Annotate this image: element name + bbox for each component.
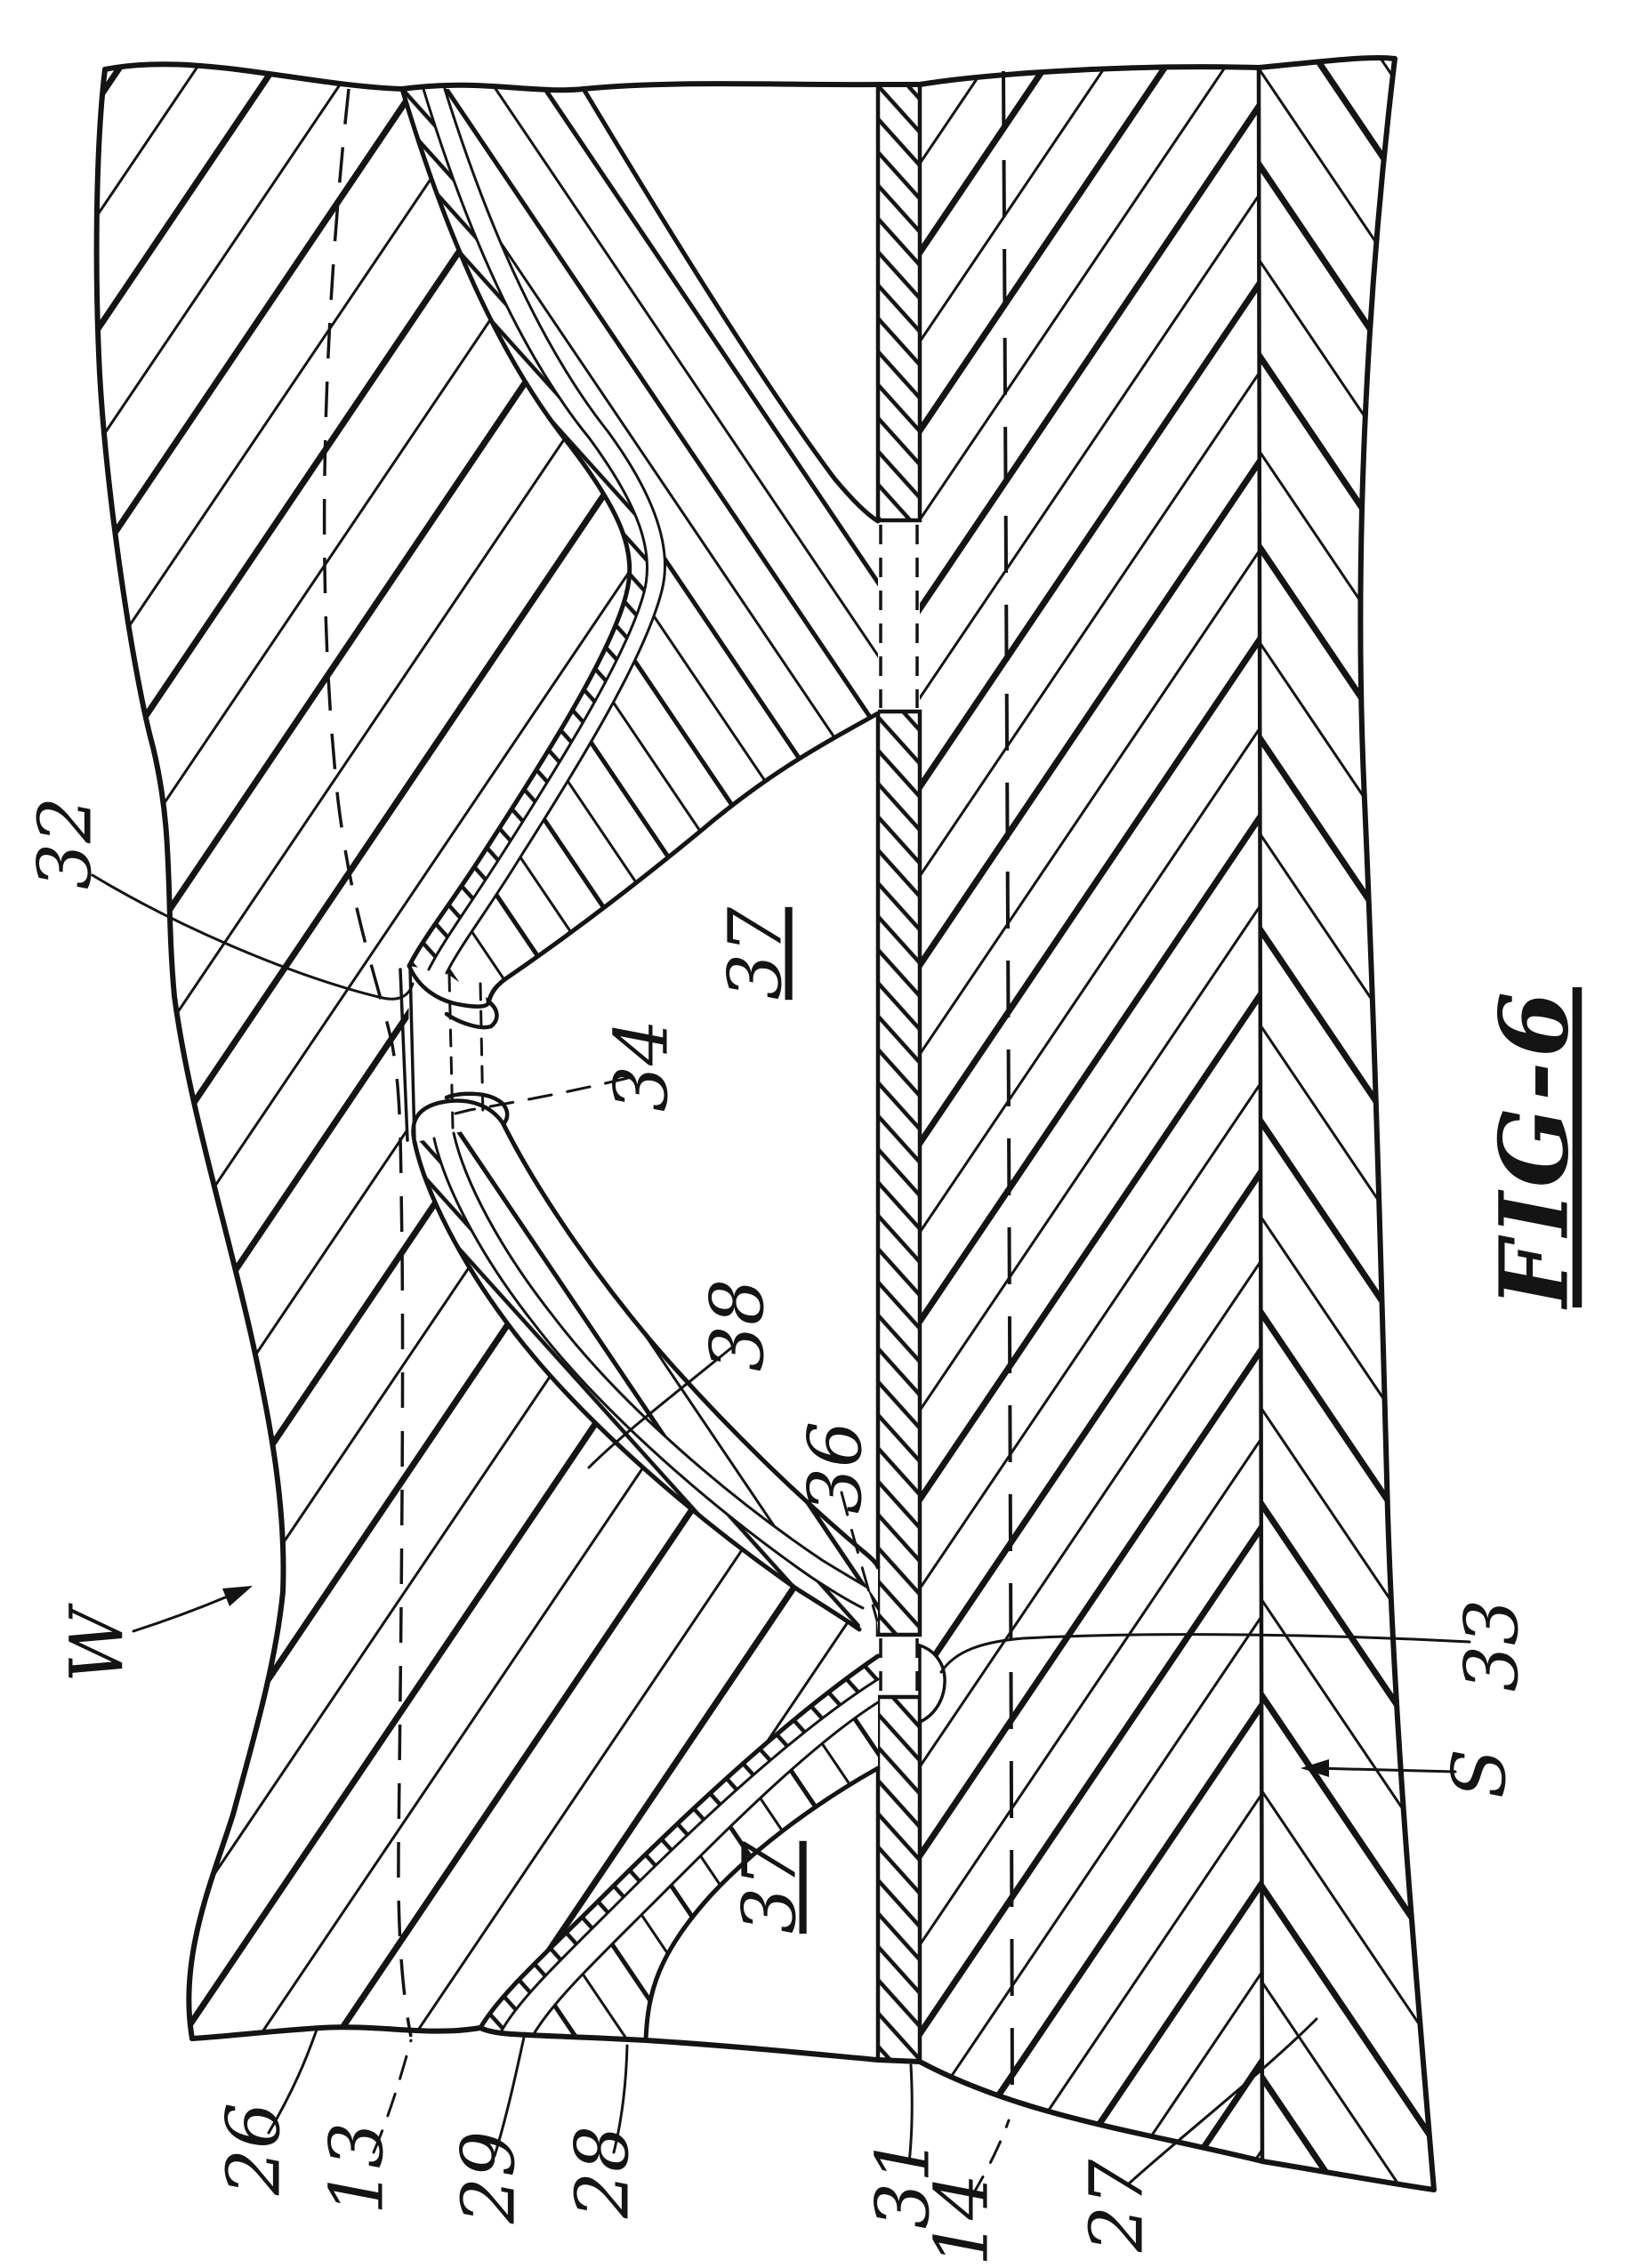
membrane-edge-29-outbound bbox=[432, 1137, 865, 1610]
plate-31-upper-segment bbox=[875, 82, 922, 523]
bump-34-tip bbox=[411, 1091, 510, 1145]
label-ref-26: 26 bbox=[213, 2103, 297, 2196]
arrow-w-head bbox=[222, 1586, 253, 1606]
bottom-broken-edge bbox=[189, 2024, 1437, 2192]
leader-27 bbox=[1126, 2017, 1318, 2186]
layer-27-region bbox=[1258, 57, 1434, 2190]
neck-hidden-line-2 bbox=[479, 982, 485, 1121]
label-ref-32: 32 bbox=[24, 797, 109, 889]
chevron-apex-line bbox=[1256, 65, 1265, 2164]
leader-31 bbox=[907, 2063, 914, 2165]
label-ref-31: 31 bbox=[862, 2136, 946, 2229]
neck-hidden-line-1 bbox=[447, 973, 455, 1130]
leader-28 bbox=[612, 2044, 629, 2154]
outer-outline bbox=[93, 54, 1437, 2192]
hidden-port-edges bbox=[879, 525, 919, 1693]
leader-34 bbox=[454, 1076, 630, 1115]
right-broken-edge bbox=[1357, 56, 1437, 2192]
label-ref-13: 13 bbox=[316, 2122, 400, 2215]
label-ref-36: 36 bbox=[794, 1421, 879, 1514]
membrane-edge-29-upper bbox=[422, 87, 649, 971]
label-ref-w: W bbox=[56, 1603, 141, 1683]
leader-36 bbox=[840, 1491, 879, 1622]
membrane-edge-26-side-return bbox=[478, 1653, 881, 2031]
hidden-lines bbox=[322, 70, 1014, 2100]
plate-31-lower-segment bbox=[875, 1694, 922, 2064]
layer-29-upper bbox=[402, 89, 648, 969]
label-ref-28: 28 bbox=[561, 2126, 646, 2219]
layer-29-lower-return bbox=[480, 1656, 878, 2031]
membrane-stack bbox=[402, 89, 878, 2040]
membrane-edge-cavity-side-inlet bbox=[581, 86, 881, 524]
arrow-s-head bbox=[1301, 1759, 1329, 1777]
label-ref-37-upper: 37 bbox=[714, 906, 799, 1000]
plate-31-middle-segment bbox=[875, 709, 922, 1637]
leader-33 bbox=[939, 1633, 1471, 1674]
inlet-funnel-37-region bbox=[584, 84, 878, 521]
label-ref-14: 14 bbox=[921, 2174, 1005, 2266]
top-broken-edge bbox=[102, 54, 1397, 93]
leader-26 bbox=[267, 2028, 318, 2135]
membrane-edge-29-return bbox=[500, 1677, 880, 2032]
label-ref-34: 34 bbox=[600, 1019, 685, 1112]
leader-38 bbox=[587, 1345, 735, 1469]
layer-14-region bbox=[920, 67, 1263, 2162]
thin-plate-31 bbox=[875, 82, 946, 2064]
membrane-edge-28-inner-upper bbox=[443, 87, 667, 975]
arrow-heads bbox=[222, 1586, 1329, 1777]
leader-13 bbox=[372, 2039, 413, 2154]
upper-cavity-37-region bbox=[488, 713, 878, 1576]
left-broken-edge bbox=[93, 67, 286, 2041]
label-ref-s: S bbox=[1438, 1749, 1523, 1798]
interlayer-upper bbox=[423, 89, 665, 973]
section-regions bbox=[96, 57, 1434, 2190]
membrane-edge-cavity-side-return bbox=[643, 1765, 881, 2043]
label-ref-29: 29 bbox=[447, 2131, 532, 2224]
leader-14 bbox=[970, 2119, 1011, 2199]
membrane-edge-28-inner-return bbox=[532, 1701, 880, 2036]
membrane-edge-26-side-upper bbox=[399, 86, 632, 969]
neck-web-line-2 bbox=[408, 965, 416, 1143]
hidden-line-14-interface bbox=[1002, 70, 1014, 2100]
label-fig-caption: FIG-6 bbox=[1478, 987, 1590, 1310]
plate-28-upper bbox=[445, 89, 878, 1003]
membrane-edge-cavity-side-outbound bbox=[501, 1122, 881, 1570]
plate-28-lower-outbound bbox=[454, 1124, 878, 1635]
port-33-plug bbox=[918, 1643, 946, 1725]
hidden-line-13 bbox=[322, 88, 413, 2038]
label-ref-37-lower: 37 bbox=[729, 1840, 813, 1934]
leader-lines bbox=[91, 873, 1471, 2199]
membrane-edge-cavity-side-upper bbox=[486, 711, 881, 1006]
membrane-outlines bbox=[399, 86, 881, 2043]
membrane-edge-28-inner-outbound bbox=[452, 1131, 868, 1588]
plate-28-lower-return bbox=[534, 1702, 878, 2040]
body-26-region bbox=[96, 64, 878, 2039]
label-ref-38: 38 bbox=[697, 1279, 781, 1371]
leader-29 bbox=[493, 2031, 527, 2158]
label-ref-33: 33 bbox=[1451, 1599, 1535, 1692]
leader-32 bbox=[91, 873, 415, 1001]
membrane-edge-26-side-outbound bbox=[412, 1139, 862, 1632]
interlayer-lower-return bbox=[502, 1679, 878, 2034]
label-ref-27: 27 bbox=[1075, 2159, 1160, 2253]
arrow-s-line bbox=[1313, 1766, 1457, 1773]
